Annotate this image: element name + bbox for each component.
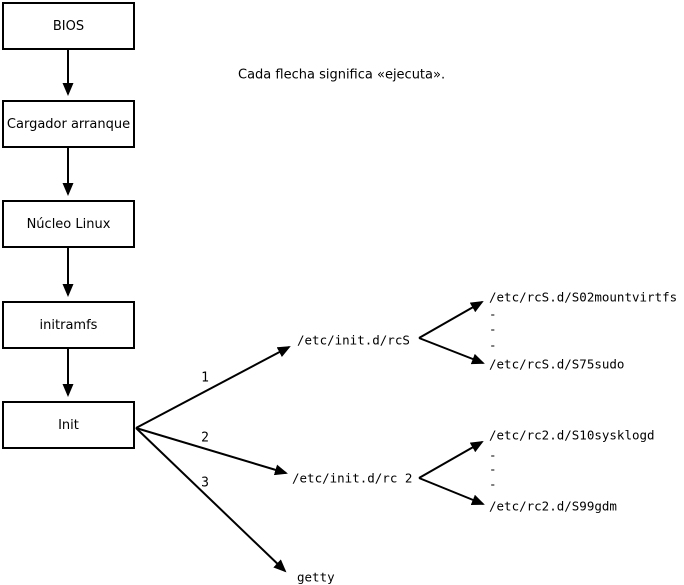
ellipsis-dash: - — [489, 476, 497, 492]
box-init-label: Init — [58, 417, 79, 433]
box-bios: BIOS — [2, 2, 135, 50]
ellipsis-dash: - — [489, 321, 497, 337]
arrow-init-to-rcs — [135, 346, 291, 429]
box-cargador-arranque-label: Cargador arranque — [6, 116, 131, 132]
arrow-label-2: 2 — [201, 430, 209, 446]
ellipsis-dash: - — [489, 447, 497, 463]
box-initramfs-label: initramfs — [39, 317, 98, 333]
label-rcs-script: /etc/init.d/rcS — [297, 332, 410, 348]
label-rc2-first-script: /etc/rc2.d/S10sysklogd — [489, 427, 655, 443]
box-initramfs: initramfs — [2, 301, 135, 349]
box-nucleo-linux-label: Núcleo Linux — [26, 216, 111, 232]
label-rc2-last-script: /etc/rc2.d/S99gdm — [489, 498, 617, 514]
label-getty: getty — [297, 569, 335, 585]
arrow-label-3: 3 — [201, 475, 209, 491]
ellipsis-dash: - — [489, 306, 497, 322]
arrow-rcs-to-first — [418, 301, 484, 339]
box-init: Init — [2, 401, 135, 449]
box-cargador-arranque: Cargador arranque — [2, 100, 135, 148]
arrow-init-to-getty — [135, 427, 287, 573]
label-rc2-script: /etc/init.d/rc 2 — [292, 470, 413, 486]
arrow-rcs-to-last — [418, 337, 485, 365]
label-rcs-last-script: /etc/rcS.d/S75sudo — [489, 356, 625, 372]
arrow-rc2-to-first — [418, 441, 484, 479]
ellipsis-dash: - — [489, 337, 497, 353]
box-bios-label: BIOS — [52, 18, 85, 34]
label-rcs-first-script: /etc/rcS.d/S02mountvirtfs — [489, 289, 678, 305]
arrow-init-to-rc2 — [135, 427, 288, 476]
box-nucleo-linux: Núcleo Linux — [2, 200, 135, 248]
arrow-label-1: 1 — [201, 370, 209, 386]
legend-note: Cada flecha significa «ejecuta». — [238, 67, 446, 83]
arrow-rc2-to-last — [418, 477, 485, 505]
ellipsis-dash: - — [489, 461, 497, 477]
